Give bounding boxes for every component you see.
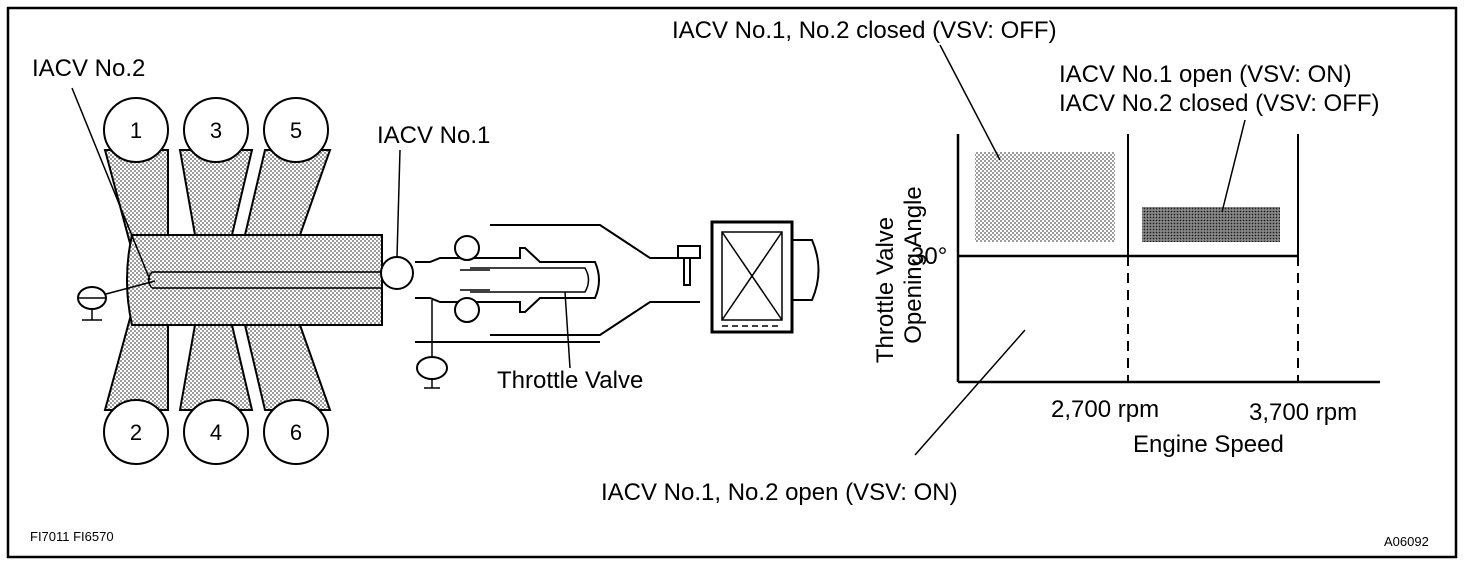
figure-code-right: A06092 <box>1384 534 1429 549</box>
iacv-no1-valve <box>380 256 414 290</box>
y-tick-30deg: 30° <box>911 243 947 270</box>
cylinder-5 <box>263 97 329 163</box>
label-no1-open: IACV No.1 open (VSV: ON) <box>1059 61 1352 88</box>
y-axis-label-line1: Throttle Valve <box>872 217 899 363</box>
leader-both-open <box>914 329 1026 456</box>
x-tick-2700: 2,700 rpm <box>1051 396 1159 423</box>
label-iacv-no2: IACV No.2 <box>32 55 145 82</box>
label-throttle-valve: Throttle Valve <box>497 367 643 394</box>
iacv-no2-actuator <box>77 280 156 321</box>
cylinder-label: 5 <box>290 118 302 143</box>
figure-code-left: FI7011 FI6570 <box>30 529 114 544</box>
region-both-closed <box>975 152 1115 242</box>
label-no2-closed: IACV No.2 closed (VSV: OFF) <box>1059 90 1380 117</box>
label-iacv-no1: IACV No.1 <box>377 122 490 149</box>
cylinder-4 <box>183 399 249 465</box>
y-axis-label-line2: Opening Angle <box>900 186 927 343</box>
cylinder-2 <box>103 399 169 465</box>
cylinder-label: 3 <box>210 118 222 143</box>
cylinder-3 <box>183 97 249 163</box>
label-both-open: IACV No.1, No.2 open (VSV: ON) <box>601 479 958 506</box>
plenum <box>126 234 383 326</box>
cylinder-1 <box>103 97 169 163</box>
leader-both-closed <box>939 44 1001 161</box>
leader-iacv-no2 <box>71 87 151 281</box>
x-tick-3700: 3,700 rpm <box>1249 399 1357 426</box>
cylinder-label: 2 <box>130 420 142 445</box>
cylinder-label: 4 <box>210 420 222 445</box>
throttle-body <box>380 149 820 389</box>
x-axis-label: Engine Speed <box>1133 431 1284 458</box>
cylinder-label: 1 <box>130 118 142 143</box>
intake-manifold: 1 3 5 2 4 6 <box>71 87 383 465</box>
cylinder-label: 6 <box>290 420 302 445</box>
leader-no1-open <box>1221 119 1246 213</box>
label-both-closed: IACV No.1, No.2 closed (VSV: OFF) <box>672 17 1057 44</box>
leader-iacv-no1 <box>396 149 401 258</box>
cylinder-6 <box>263 399 329 465</box>
region-no1-open <box>1142 207 1280 242</box>
chart: Throttle Valve Opening Angle 30° 2,700 r… <box>872 44 1380 458</box>
